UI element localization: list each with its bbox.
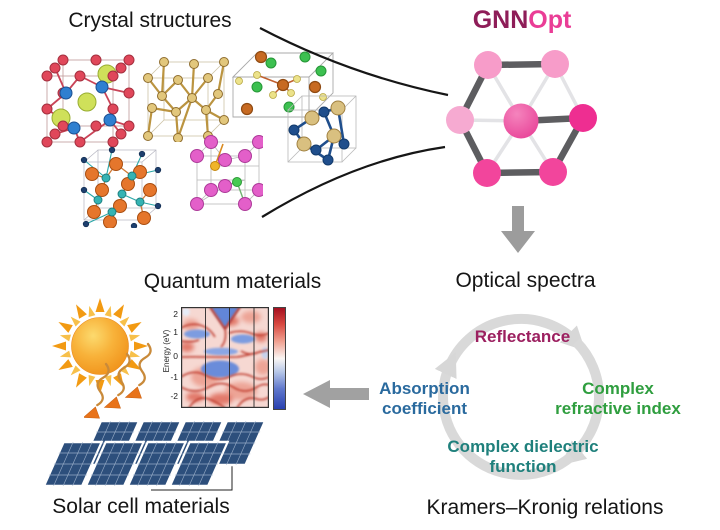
solar-panel-array-icon <box>42 419 267 491</box>
heatmap-plot <box>181 307 269 408</box>
absorption-coefficient-label: Absorption coefficient <box>379 379 470 418</box>
heatmap-ytick: 2 <box>173 309 178 319</box>
left-arrow-icon <box>303 380 369 408</box>
sun-icon <box>52 298 148 392</box>
complex-dielectric-function-label: Complex dielectric function <box>447 437 599 476</box>
graph-node <box>474 51 502 79</box>
crystal-structures-title: Crystal structures <box>68 9 232 32</box>
down-arrow-icon <box>501 206 535 253</box>
crystal-structure-perovskite-icon <box>41 54 135 148</box>
kramers-kronig-title: Kramers–Kronig relations <box>426 496 664 519</box>
graph-node <box>446 106 474 134</box>
quantum-materials-title: Quantum materials <box>143 270 322 293</box>
crystal-structure-pink-icon <box>190 135 263 211</box>
crystal-structure-layered-icon <box>231 50 335 118</box>
radiation-arrow-icon <box>84 360 113 422</box>
heatmap-colorbar <box>273 307 286 410</box>
crystal-structure-binary-icon <box>287 95 357 166</box>
heatmap-ytick: -1 <box>170 372 178 382</box>
gnn-graph-icon <box>446 50 597 187</box>
graph-node <box>539 158 567 186</box>
heatmap-ytick: -2 <box>170 391 178 401</box>
solar-cell-materials-title: Solar cell materials <box>52 495 230 518</box>
gnnopt-logo-gnn: GNN <box>472 6 529 34</box>
band-structure-heatmap: Energy (eV) 2 1 0 -1 -2 <box>156 297 298 418</box>
crystal-structure-diamond-icon <box>143 57 229 142</box>
graph-node <box>569 104 597 132</box>
heatmap-ytick: 0 <box>173 351 178 361</box>
optical-spectra-title: Optical spectra <box>455 269 596 292</box>
gnnopt-logo-opt: Opt <box>528 6 572 34</box>
funnel-curves <box>259 27 449 218</box>
reflectance-label: Reflectance <box>474 327 571 346</box>
graph-node <box>541 50 569 78</box>
crystal-structure-complex-icon <box>80 146 162 228</box>
gnnopt-logo: GNNOpt <box>428 6 616 35</box>
radiation-arrow-icon <box>124 342 155 402</box>
cycle-ring-icon <box>434 313 604 480</box>
graph-node <box>473 159 501 187</box>
complex-refractive-index-label: Complex refractive index <box>555 379 681 418</box>
radiation-arrow-icon <box>103 350 134 412</box>
graph-center-node <box>503 103 539 139</box>
heatmap-ytick: 1 <box>173 327 178 337</box>
